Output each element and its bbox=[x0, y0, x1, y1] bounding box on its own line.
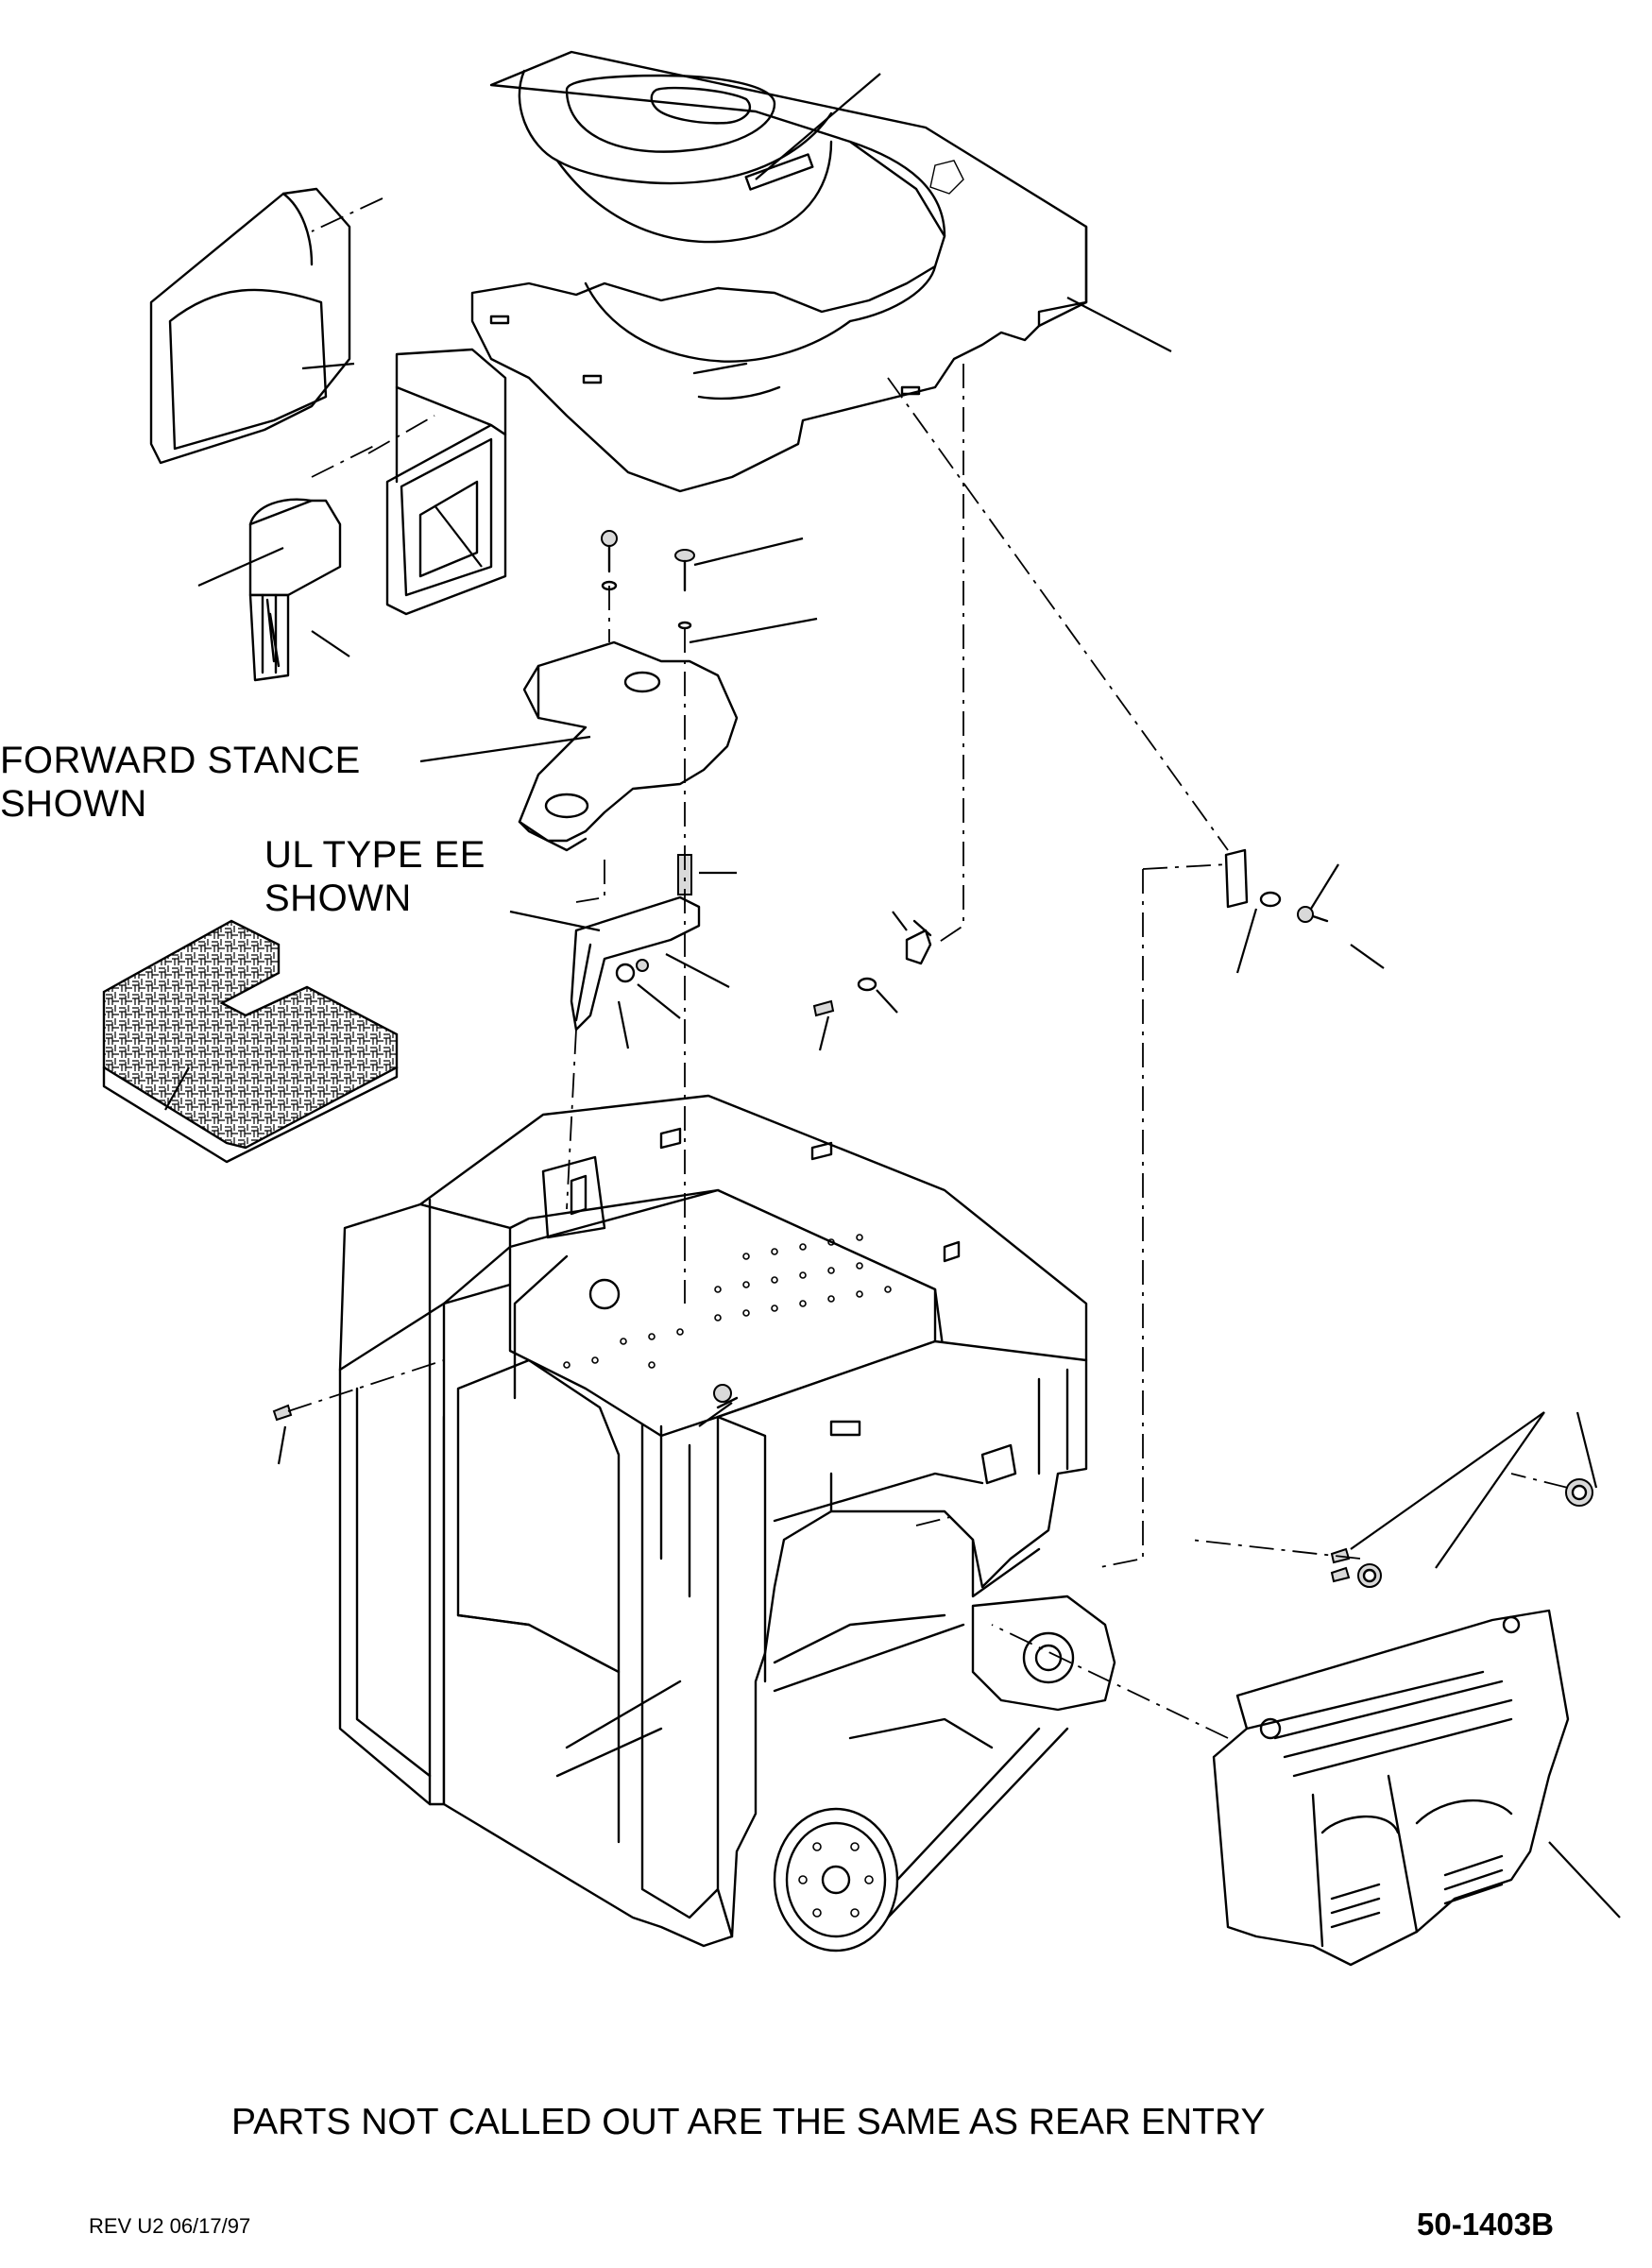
rear-side-panel bbox=[1212, 1609, 1570, 1967]
ul-type-line-2: SHOWN bbox=[264, 878, 412, 919]
ul-type-label: UL TYPE EE SHOWN bbox=[264, 833, 485, 920]
forward-stance-line-1: FORWARD STANCE bbox=[0, 740, 361, 781]
top-cover-panel bbox=[470, 50, 1088, 493]
revision-text: REV U2 06/17/97 bbox=[89, 2214, 251, 2238]
armrest-bracket bbox=[248, 498, 342, 682]
forward-stance-line-2: SHOWN bbox=[0, 783, 147, 825]
floor-plate bbox=[518, 640, 739, 852]
left-side-panel bbox=[149, 187, 351, 465]
assembly-lines bbox=[287, 197, 1569, 1739]
floor-mat bbox=[102, 919, 399, 1164]
side-bracket bbox=[1224, 848, 1329, 923]
part-number: 50-1403B bbox=[1417, 2207, 1554, 2242]
drive-sprocket bbox=[773, 1807, 899, 1953]
forward-stance-label: FORWARD STANCE SHOWN bbox=[0, 739, 361, 826]
main-chassis bbox=[338, 1094, 1116, 1953]
deck-holes bbox=[563, 1234, 892, 1369]
ul-type-line-1: UL TYPE EE bbox=[264, 834, 485, 876]
latch-hook bbox=[812, 919, 932, 1017]
leader-lines bbox=[164, 73, 1621, 1918]
footer-note: PARTS NOT CALLED OUT ARE THE SAME AS REA… bbox=[231, 2102, 1266, 2142]
screw-washer-set bbox=[601, 530, 695, 630]
latch-bracket bbox=[570, 854, 701, 1032]
window-panel bbox=[385, 348, 507, 616]
panel-fasteners bbox=[272, 1404, 1593, 1588]
